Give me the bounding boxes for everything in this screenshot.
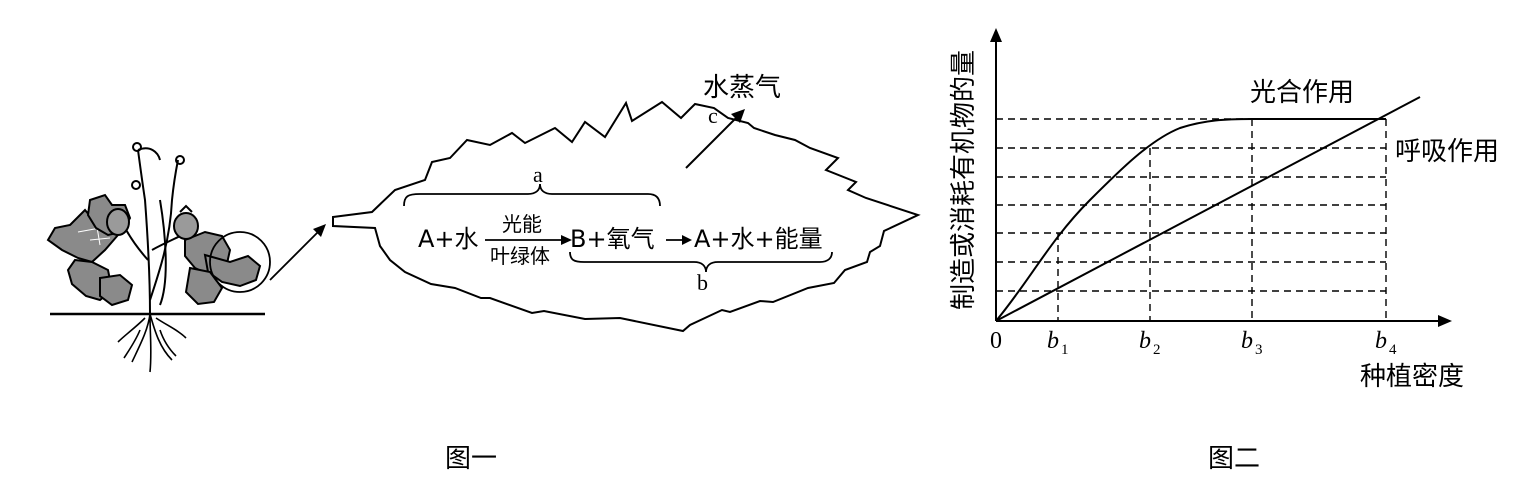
figure1-caption: 图一 xyxy=(445,444,497,474)
leaf-outline xyxy=(333,102,918,331)
over-arrow-label: 光能 xyxy=(502,212,542,236)
brace-a-label: a xyxy=(533,162,543,187)
plant-illustration xyxy=(48,143,326,372)
under-arrow-label: 叶绿体 xyxy=(490,244,550,268)
figure2-caption: 图二 xyxy=(1208,444,1260,474)
tick-base: b xyxy=(1241,328,1253,354)
photosynthesis-label: 光合作用 xyxy=(1250,78,1354,108)
tick-sub: 4 xyxy=(1389,342,1397,358)
tick-base: b xyxy=(1047,328,1059,354)
respiration-label: 呼吸作用 xyxy=(1395,137,1499,167)
respiration-arrow-head xyxy=(682,235,692,245)
brace-b-label: b xyxy=(697,270,708,295)
equation-middle: B+氧气 xyxy=(570,225,655,253)
vapor-label: 水蒸气 xyxy=(703,73,781,103)
tick-base: b xyxy=(1375,328,1387,354)
respiration-line xyxy=(996,97,1420,321)
tick-b3: b 3 xyxy=(1241,328,1263,358)
equation-left: A+水 xyxy=(418,225,479,253)
tick-b1: b 1 xyxy=(1047,328,1069,358)
tick-sub: 1 xyxy=(1061,342,1069,358)
brace-a xyxy=(404,184,660,206)
tick-b2: b 2 xyxy=(1139,328,1161,358)
tick-sub: 3 xyxy=(1255,342,1263,358)
origin-label: 0 xyxy=(990,328,1002,354)
equation-right: A+水+能量 xyxy=(694,225,823,253)
tick-sub: 2 xyxy=(1153,342,1161,358)
brace-b xyxy=(570,252,832,272)
tick-base: b xyxy=(1139,328,1151,354)
vapor-arrow-label: c xyxy=(708,103,718,128)
x-axis-label: 种植密度 xyxy=(1360,362,1464,392)
y-axis-label: 制造或消耗有机物的量 xyxy=(949,50,979,310)
tick-b4: b 4 xyxy=(1375,328,1397,358)
